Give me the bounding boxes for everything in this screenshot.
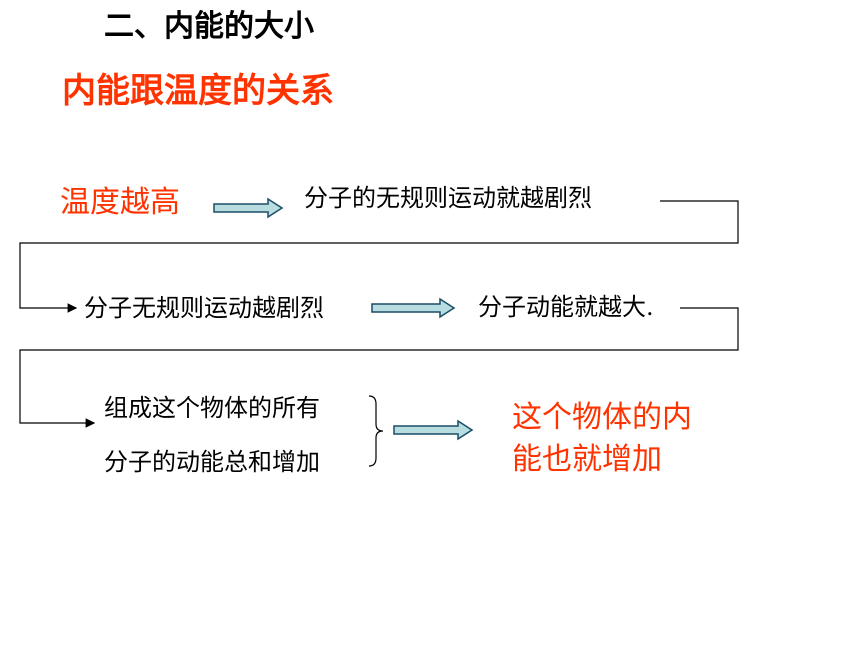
slide-subtitle: 内能跟温度的关系: [62, 71, 334, 111]
section-heading: 二、内能的大小: [104, 9, 314, 44]
step-motion-intense: 分子的无规则运动就越剧烈: [304, 184, 592, 212]
block-arrow-1: [213, 197, 284, 219]
step-kinetic-energy-larger: 分子动能就越大.: [478, 293, 654, 321]
result-line-2: 能也就增加: [512, 442, 662, 477]
connector-line-2: [19, 307, 739, 428]
block-arrow-3: [393, 419, 474, 441]
step-total-kinetic-line-1: 组成这个物体的所有: [104, 394, 320, 422]
step-total-kinetic-line-2: 分子的动能总和增加: [104, 448, 320, 476]
curly-brace: [368, 395, 384, 467]
connector-line-1: [19, 200, 739, 313]
step-temperature-higher: 温度越高: [60, 185, 180, 220]
block-arrow-2: [371, 297, 456, 319]
result-line-1: 这个物体的内: [512, 400, 692, 435]
step-motion-more-intense: 分子无规则运动越剧烈: [84, 294, 324, 322]
